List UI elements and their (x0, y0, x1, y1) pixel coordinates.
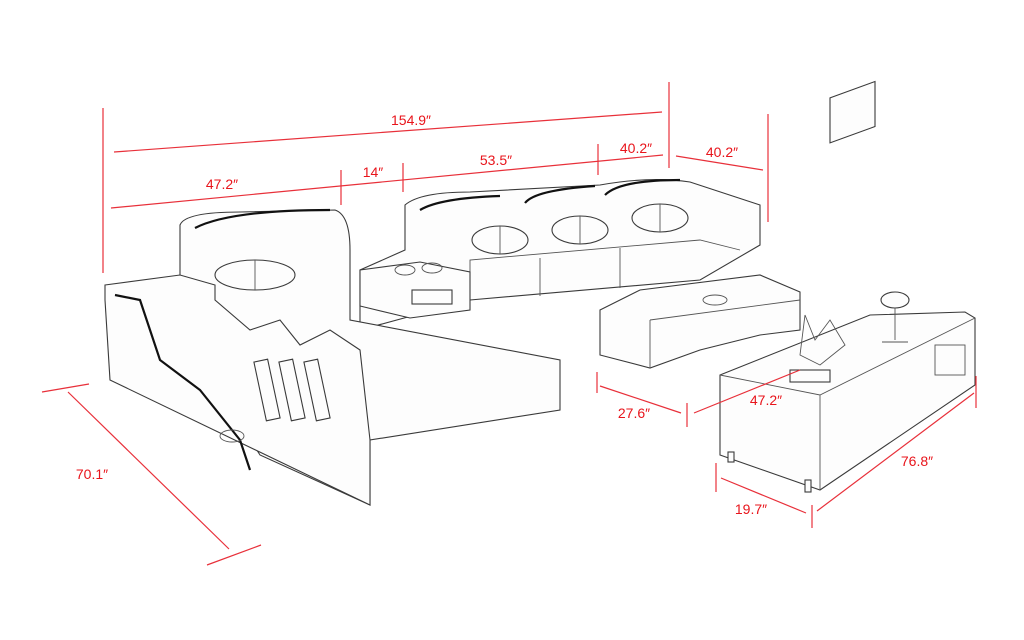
coffee-table-width-label: 47.2″ (749, 392, 783, 408)
tv-stand-length-label: 76.8″ (900, 453, 934, 469)
chaise-length-label: 70.1″ (75, 466, 109, 482)
coffee-table-depth-label: 27.6″ (617, 405, 651, 421)
sofa-chaise (104, 208, 561, 506)
tv-stand (719, 80, 976, 493)
coffee-table (599, 274, 801, 369)
side-table-width-label: 14″ (362, 164, 384, 180)
dimension-lines (41, 82, 977, 566)
overall-width-label: 154.9″ (391, 112, 431, 128)
side-table (359, 261, 471, 319)
tv-stand-depth-label: 19.7″ (734, 501, 768, 517)
depth-label: 40.2″ (705, 144, 739, 160)
chaise-width-label: 47.2″ (205, 176, 239, 192)
end-section-label: 40.2″ (619, 140, 653, 156)
middle-section-label: 53.5″ (479, 152, 513, 168)
